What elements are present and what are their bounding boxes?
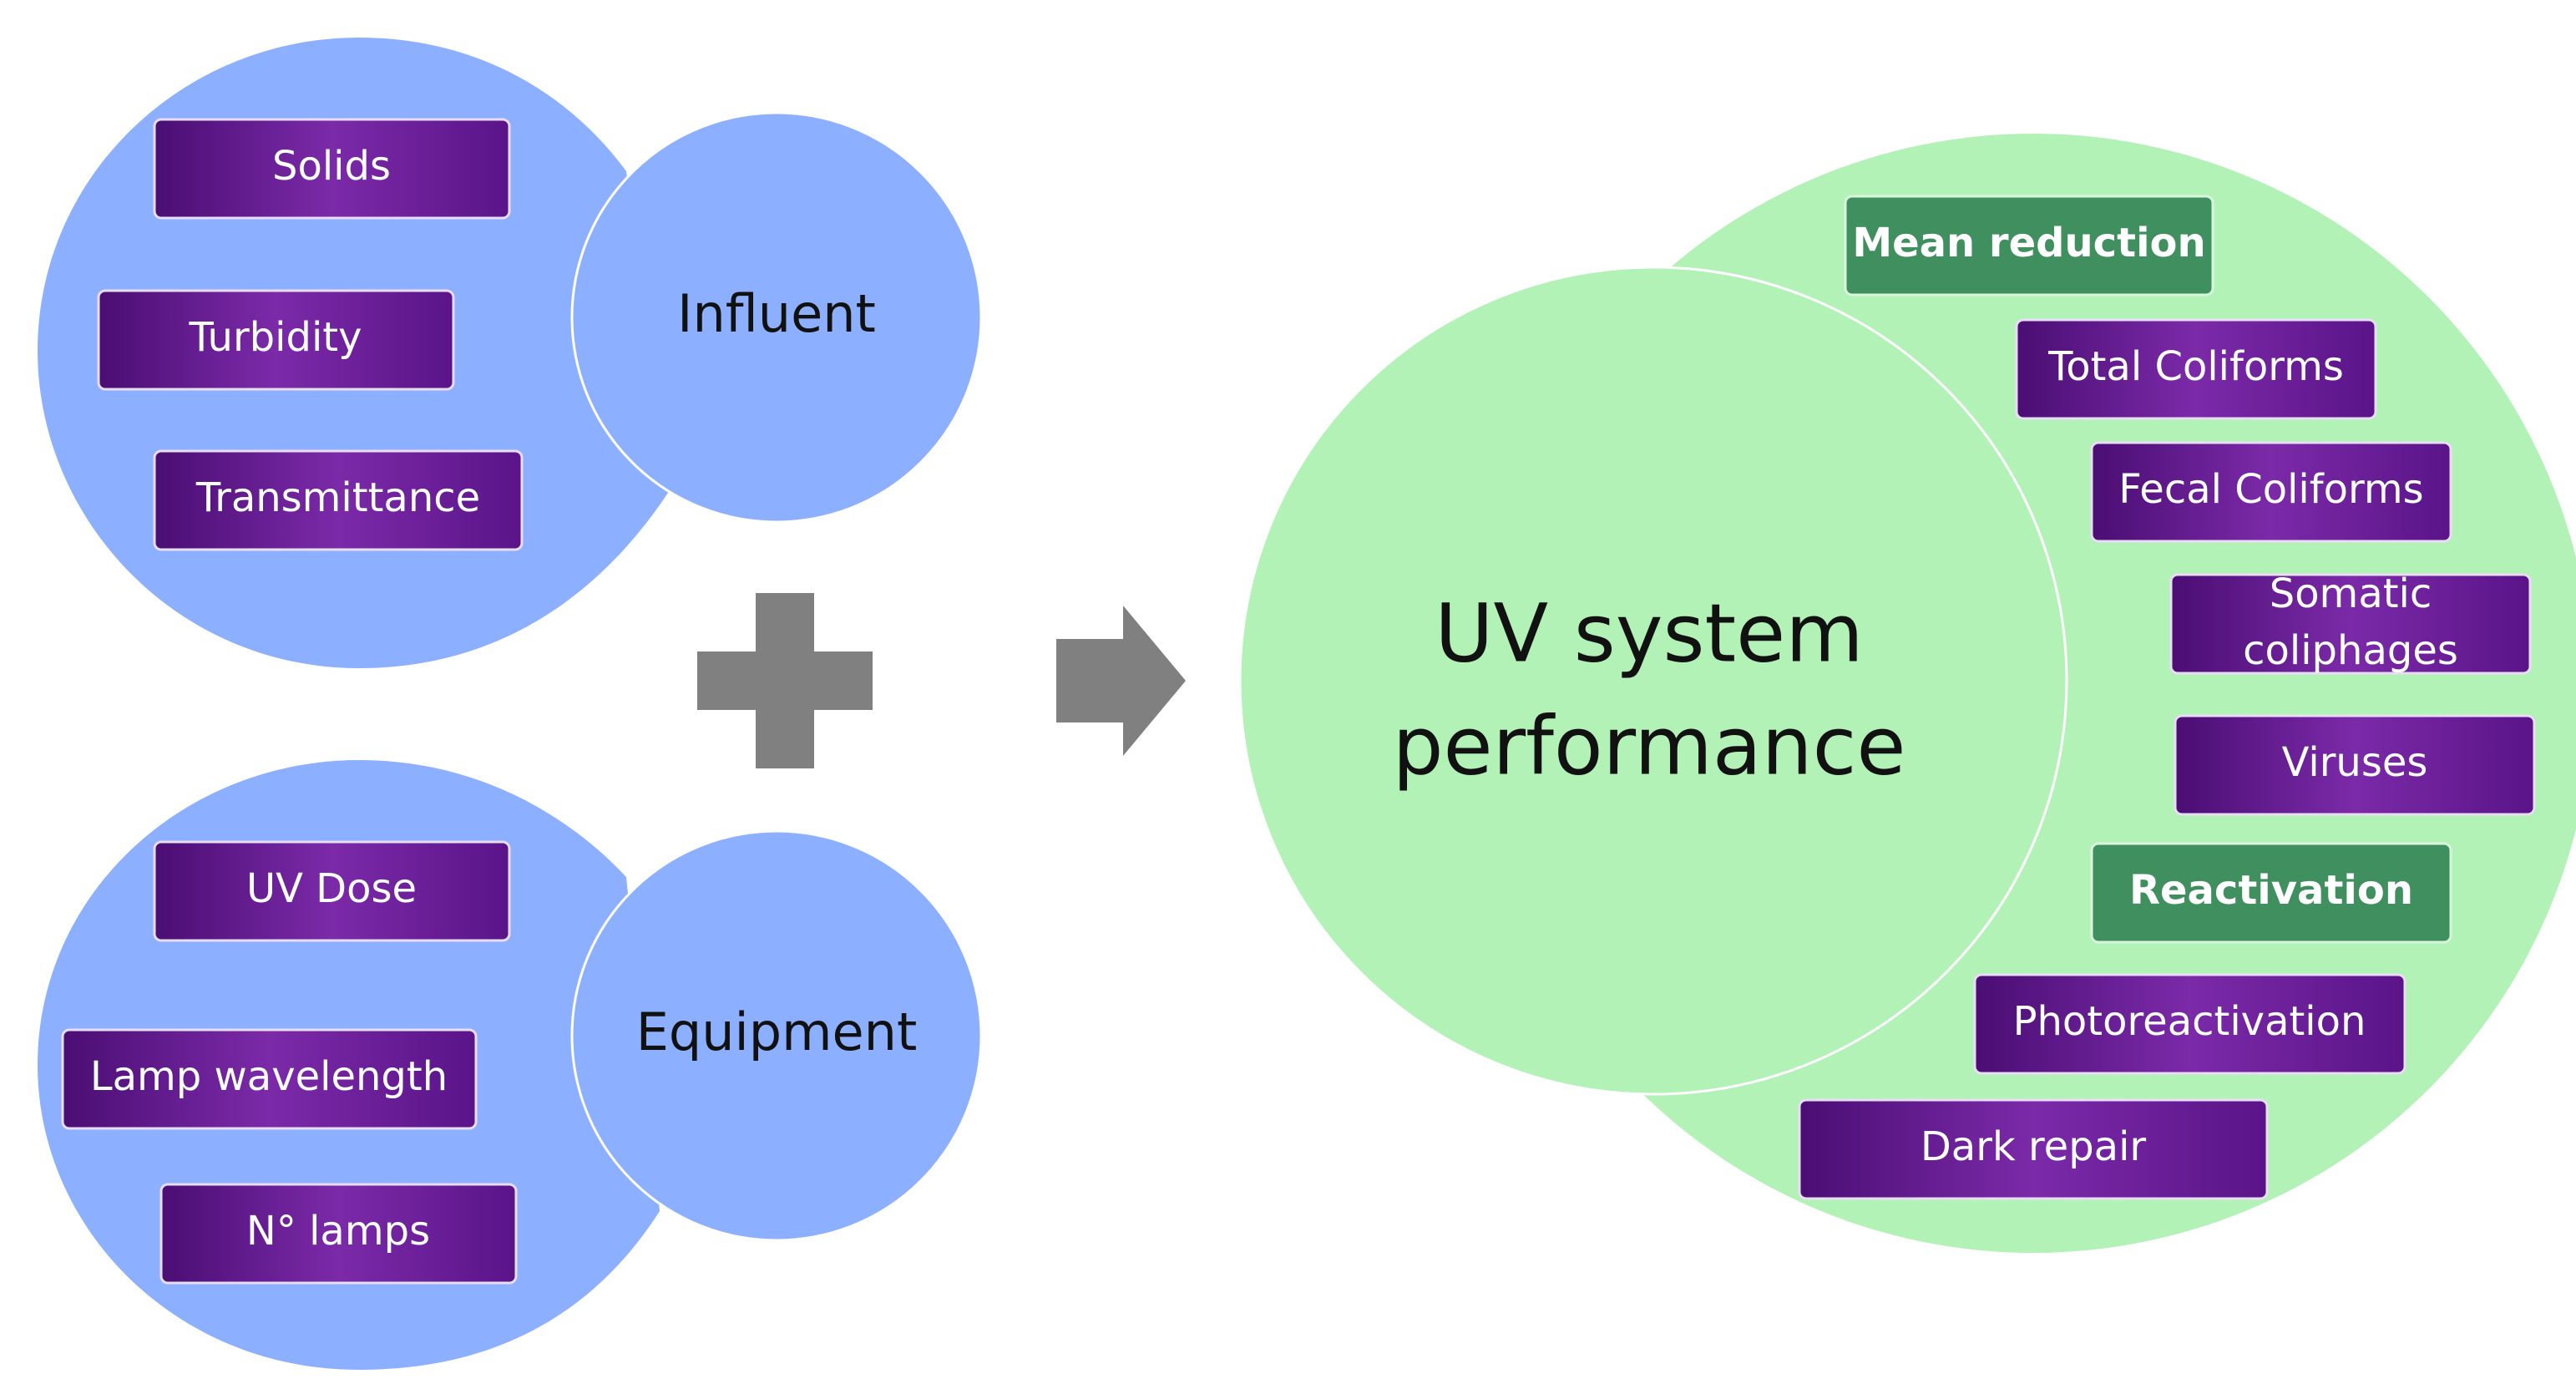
performance-heading-mean-reduction: Mean reduction <box>1844 195 2214 297</box>
equipment-item-lamp-wavelength: Lamp wavelength <box>61 1028 478 1130</box>
influent-item-label: Turbidity <box>188 314 362 361</box>
influent-circle <box>570 111 983 524</box>
performance-item-label: Photoreactivation <box>2013 998 2366 1045</box>
performance-item-label: Dark repair <box>1921 1123 2147 1170</box>
performance-item-somatic-coliphages: Somatic coliphages <box>2169 570 2532 675</box>
equipment-item-uv-dose: UV Dose <box>153 840 511 942</box>
equipment-item-label: Lamp wavelength <box>90 1053 448 1100</box>
performance-group: UV system performance Mean reduction Tot… <box>1238 134 2576 1253</box>
performance-item-label: Total Coliforms <box>2047 343 2344 390</box>
equipment-item-label: UV Dose <box>246 865 417 912</box>
equipment-label: Equipment <box>636 1001 918 1062</box>
performance-inner-circle <box>1238 266 2068 1096</box>
influent-group: Influent Solids Turbidity Transmittance <box>38 38 983 668</box>
performance-item-label-line1: Somatic <box>2270 570 2432 617</box>
equipment-item-label: N° lamps <box>246 1208 430 1255</box>
influent-item-turbidity: Turbidity <box>97 289 455 391</box>
performance-item-total-coliforms: Total Coliforms <box>2015 318 2377 420</box>
performance-item-fecal-coliforms: Fecal Coliforms <box>2090 441 2452 543</box>
influent-label: Influent <box>677 283 876 344</box>
performance-item-label: Viruses <box>2282 739 2428 786</box>
performance-item-label: Fecal Coliforms <box>2118 466 2423 513</box>
equipment-group: Equipment UV Dose Lamp wavelength N° lam… <box>38 760 983 1370</box>
equipment-circle <box>570 829 983 1242</box>
performance-heading-label: Reactivation <box>2129 867 2413 914</box>
performance-heading-label: Mean reduction <box>1852 220 2205 266</box>
plus-icon <box>697 593 873 768</box>
equipment-item-n-lamps: N° lamps <box>159 1183 518 1285</box>
influent-item-label: Transmittance <box>195 474 480 521</box>
performance-item-label-line2: coliphages <box>2243 627 2458 674</box>
right-arrow-icon <box>1056 606 1186 756</box>
performance-item-dark-repair: Dark repair <box>1798 1098 2269 1200</box>
influent-item-solids: Solids <box>153 118 511 220</box>
performance-label-line2: performance <box>1393 699 1906 793</box>
performance-item-photoreactivation: Photoreactivation <box>1973 973 2406 1075</box>
influent-item-transmittance: Transmittance <box>153 449 524 551</box>
performance-item-viruses: Viruses <box>2174 714 2536 816</box>
influent-item-label: Solids <box>272 143 391 190</box>
performance-label-line1: UV system <box>1435 586 1864 680</box>
performance-heading-reactivation: Reactivation <box>2090 842 2452 944</box>
